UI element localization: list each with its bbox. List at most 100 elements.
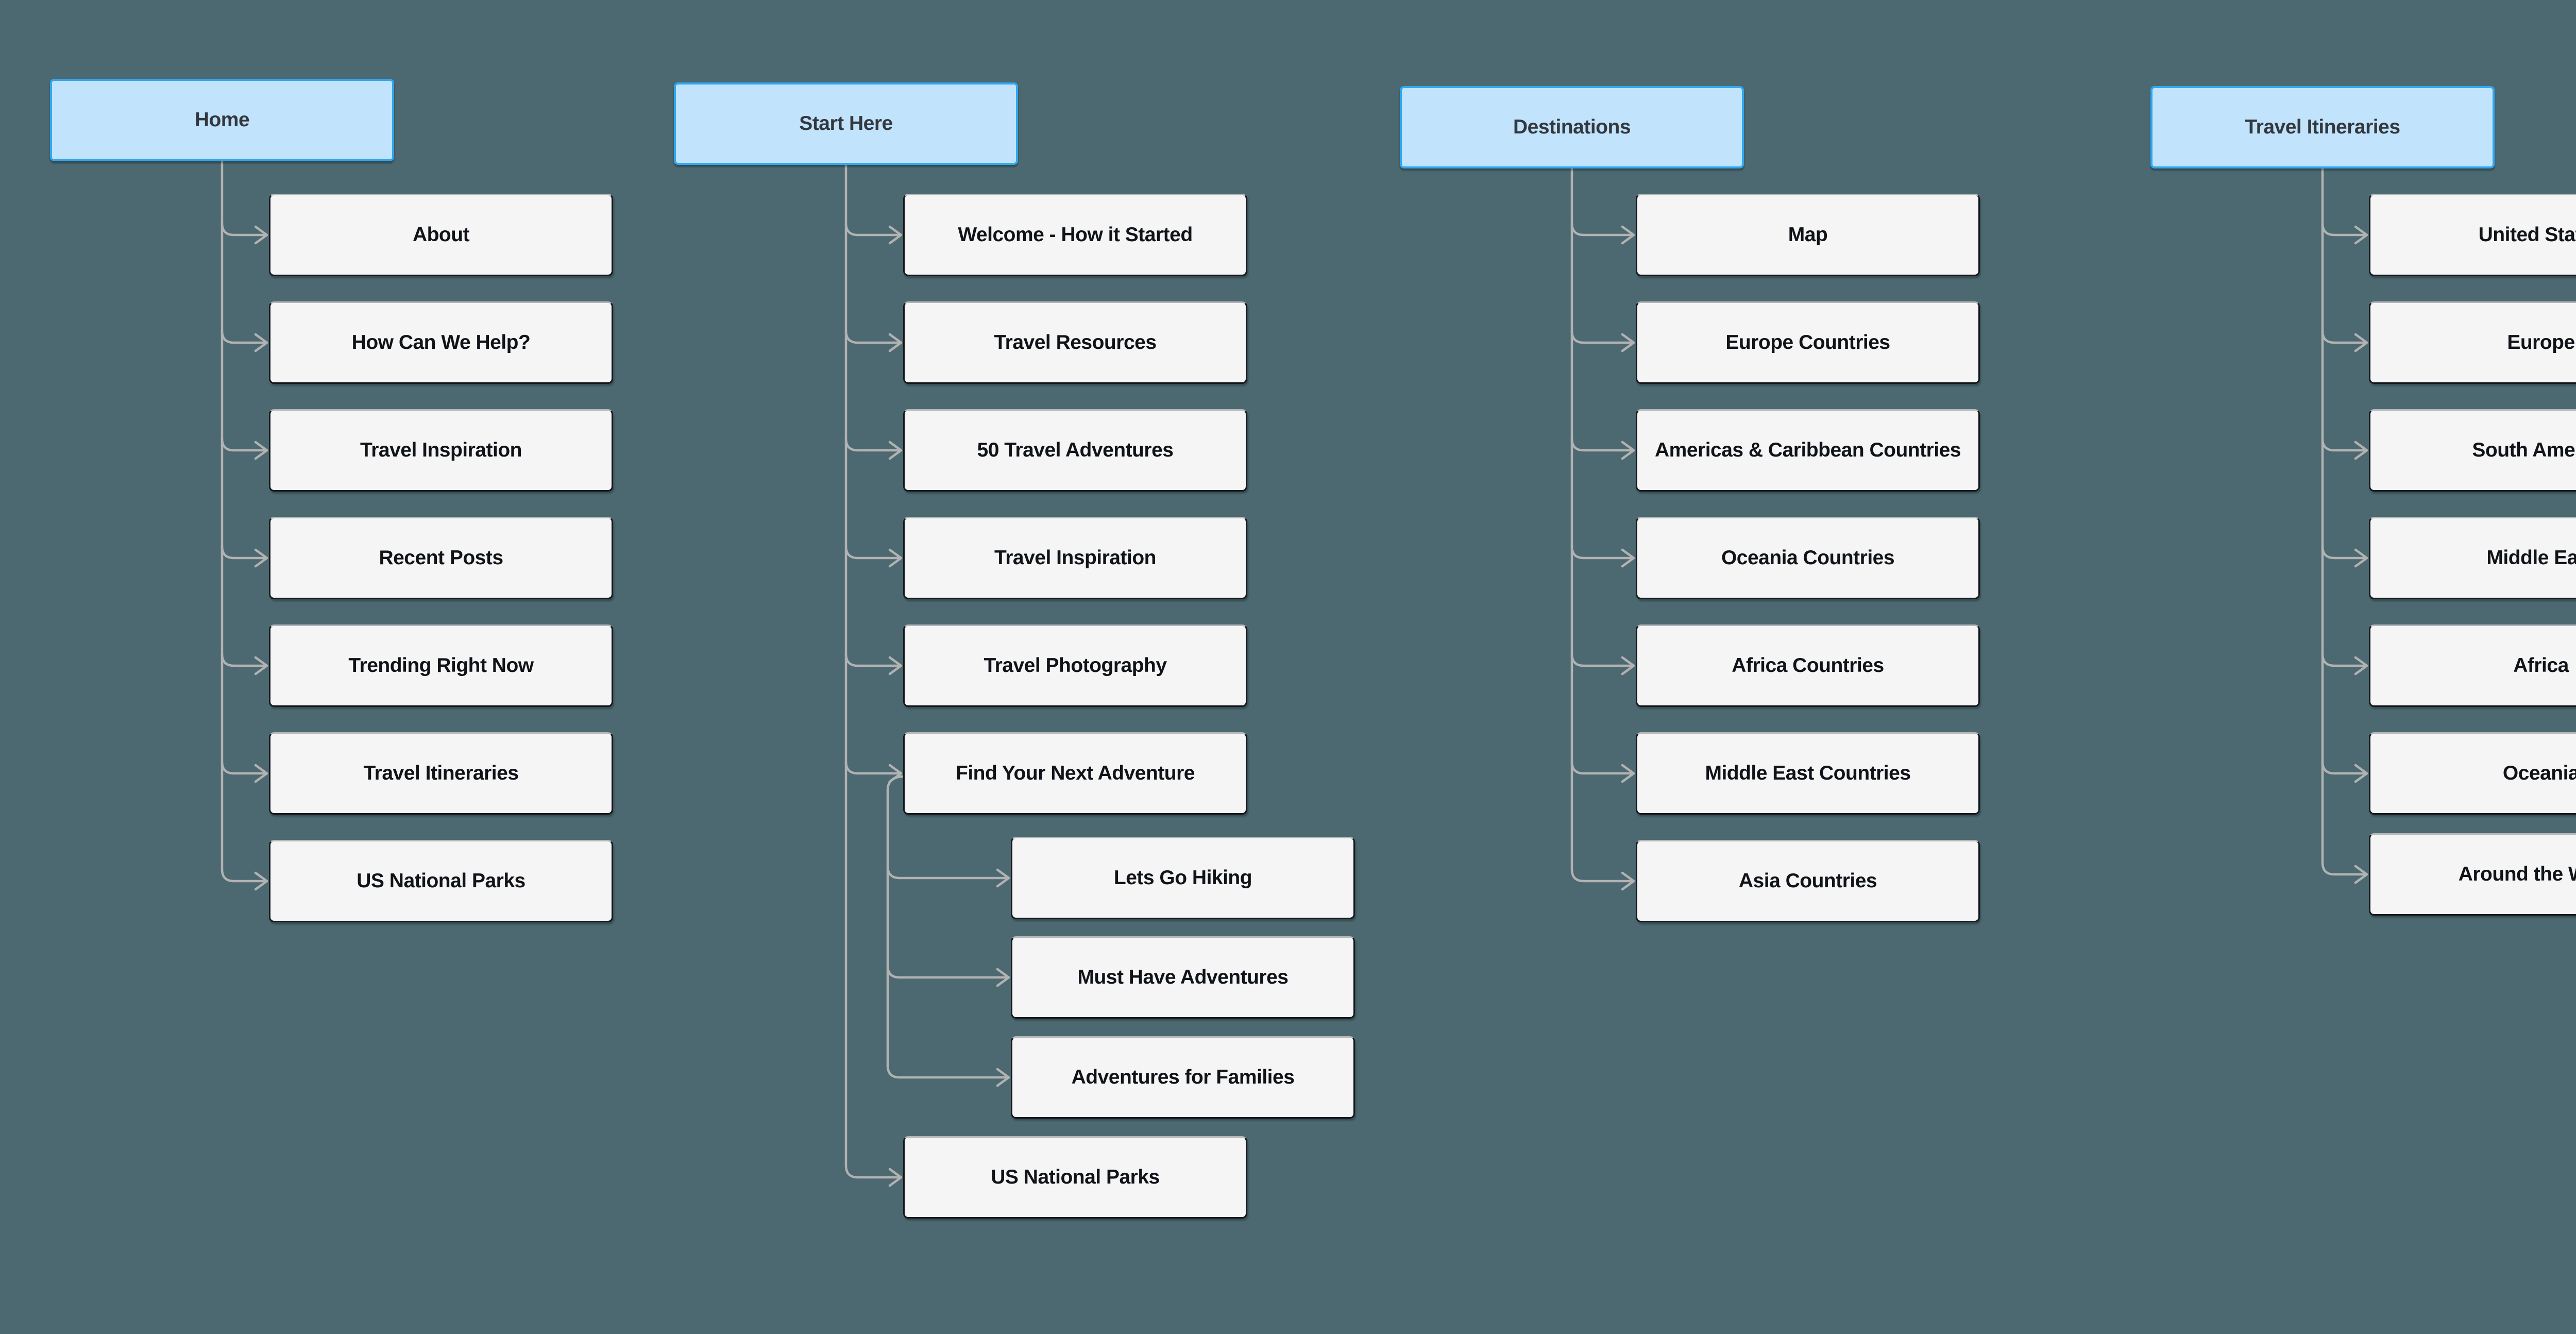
- node-label: Travel Photography: [984, 654, 1167, 677]
- node-label: US National Parks: [991, 1166, 1160, 1188]
- t0-child-us-national-parks[interactable]: US National Parks: [269, 840, 613, 922]
- t3-root-travel-itineraries[interactable]: Travel Itineraries: [2150, 86, 2495, 168]
- node-label: Welcome - How it Started: [958, 224, 1193, 246]
- t3-child-oceania[interactable]: Oceania: [2369, 732, 2576, 815]
- node-label: Middle East: [2486, 547, 2576, 569]
- t0-child-recent-posts[interactable]: Recent Posts: [269, 517, 613, 599]
- t0-child-about[interactable]: About: [269, 194, 613, 276]
- node-label: Home: [194, 109, 250, 131]
- t1-branch-4: [844, 652, 900, 667]
- node-label: Around the World: [2458, 863, 2576, 885]
- t2-branch-2-arrowhead: [1621, 441, 1635, 460]
- t2-child-europe-countries[interactable]: Europe Countries: [1636, 301, 1980, 384]
- t0-branch-2-arrowhead: [254, 441, 268, 460]
- t1-sub-branch-1-arrowhead: [996, 968, 1010, 987]
- node-label: Travel Itineraries: [2245, 116, 2400, 138]
- t0-child-travel-inspiration[interactable]: Travel Inspiration: [269, 409, 613, 492]
- t2-branch-5-arrowhead: [1621, 764, 1635, 783]
- t1-sub-adventures-for-families[interactable]: Adventures for Families: [1011, 1036, 1355, 1119]
- t1-branch-1-arrowhead: [888, 333, 903, 352]
- t1-branch-2-arrowhead: [888, 441, 903, 460]
- node-label: 50 Travel Adventures: [977, 439, 1174, 461]
- t3-branch-1-arrowhead: [2354, 333, 2368, 352]
- t2-child-americas-caribbean-countries[interactable]: Americas & Caribbean Countries: [1636, 409, 1980, 492]
- t0-branch-0-arrowhead: [254, 225, 268, 245]
- t1-child-50-travel-adventures[interactable]: 50 Travel Adventures: [903, 409, 1247, 492]
- t1-child-travel-inspiration[interactable]: Travel Inspiration: [903, 517, 1247, 599]
- t3-child-south-america[interactable]: South America: [2369, 409, 2576, 492]
- t3-child-around-the-world[interactable]: Around the World: [2369, 833, 2576, 916]
- node-label: Africa: [2513, 654, 2569, 677]
- t3-branch-5-arrowhead: [2354, 764, 2368, 783]
- t3-branch-0: [2321, 222, 2365, 237]
- t1-root-start-here[interactable]: Start Here: [674, 82, 1018, 165]
- node-label: Start Here: [799, 112, 893, 134]
- t2-branch-2: [1570, 437, 1632, 452]
- node-label: About: [412, 224, 470, 246]
- node-label: Map: [1788, 224, 1828, 246]
- t3-child-europe[interactable]: Europe: [2369, 301, 2576, 384]
- node-label: Oceania: [2502, 762, 2576, 784]
- t2-child-africa-countries[interactable]: Africa Countries: [1636, 624, 1980, 707]
- t1-child-welcome-how-it-started[interactable]: Welcome - How it Started: [903, 194, 1247, 276]
- t2-branch-0: [1570, 222, 1632, 237]
- t3-child-africa[interactable]: Africa: [2369, 624, 2576, 707]
- t1-child-us-national-parks[interactable]: US National Parks: [903, 1136, 1247, 1219]
- t0-branch-4: [221, 652, 265, 667]
- t3-branch-3-arrowhead: [2354, 548, 2368, 568]
- t3-child-middle-east[interactable]: Middle East: [2369, 517, 2576, 599]
- t1-branch-2: [844, 437, 900, 452]
- t0-branch-4-arrowhead: [254, 656, 268, 676]
- t1-sub-trunk: [886, 775, 904, 1067]
- t3-branch-2: [2321, 437, 2365, 452]
- node-label: Adventures for Families: [1071, 1066, 1295, 1088]
- t1-child-travel-resources[interactable]: Travel Resources: [903, 301, 1247, 384]
- t0-branch-1-arrowhead: [254, 333, 268, 352]
- t0-branch-3-arrowhead: [254, 548, 268, 568]
- node-label: Oceania Countries: [1721, 547, 1895, 569]
- t1-sub-must-have-adventures[interactable]: Must Have Adventures: [1011, 936, 1355, 1019]
- node-label: Travel Itineraries: [363, 762, 519, 784]
- t3-branch-3: [2321, 545, 2365, 560]
- t2-root-destinations[interactable]: Destinations: [1400, 86, 1744, 168]
- t0-branch-2: [221, 437, 265, 452]
- t2-branch-0-arrowhead: [1621, 225, 1635, 245]
- t1-branch-3: [844, 545, 900, 560]
- t1-branch-5-arrowhead: [888, 764, 903, 783]
- t2-branch-3-arrowhead: [1621, 548, 1635, 568]
- t0-branch-3: [221, 545, 265, 560]
- t1-child-travel-photography[interactable]: Travel Photography: [903, 624, 1247, 707]
- node-label: Europe Countries: [1725, 331, 1890, 353]
- t3-child-united-states[interactable]: United States: [2369, 194, 2576, 276]
- t2-child-oceania-countries[interactable]: Oceania Countries: [1636, 517, 1980, 599]
- t2-child-asia-countries[interactable]: Asia Countries: [1636, 840, 1980, 922]
- t0-branch-5: [221, 760, 265, 775]
- node-label: Travel Inspiration: [360, 439, 522, 461]
- t2-child-middle-east-countries[interactable]: Middle East Countries: [1636, 732, 1980, 815]
- t2-branch-3: [1570, 545, 1632, 560]
- t1-sub-lets-go-hiking[interactable]: Lets Go Hiking: [1011, 837, 1355, 919]
- t2-child-map[interactable]: Map: [1636, 194, 1980, 276]
- t3-branch-4: [2321, 652, 2365, 667]
- t1-branch-1: [844, 329, 900, 344]
- t0-child-trending-right-now[interactable]: Trending Right Now: [269, 624, 613, 707]
- node-label: Travel Resources: [994, 331, 1157, 353]
- t0-branch-0: [221, 222, 265, 237]
- t1-sub-branch-0-arrowhead: [996, 868, 1010, 888]
- node-label: Trending Right Now: [348, 654, 534, 677]
- t1-child-find-your-next-adventure[interactable]: Find Your Next Adventure: [903, 732, 1247, 815]
- t0-root-home[interactable]: Home: [50, 79, 394, 161]
- t0-child-how-can-we-help[interactable]: How Can We Help?: [269, 301, 613, 384]
- t1-branch-5: [844, 760, 900, 775]
- node-label: Recent Posts: [379, 547, 503, 569]
- t0-child-travel-itineraries[interactable]: Travel Itineraries: [269, 732, 613, 815]
- t2-branch-1: [1570, 329, 1632, 344]
- t2-branch-4-arrowhead: [1621, 656, 1635, 676]
- t0-branch-5-arrowhead: [254, 764, 268, 783]
- t1-branch-4-arrowhead: [888, 656, 903, 676]
- t3-branch-2-arrowhead: [2354, 441, 2368, 460]
- node-label: Americas & Caribbean Countries: [1654, 439, 1961, 461]
- t0-branch-6: [221, 868, 265, 883]
- t1-branch-6: [844, 1164, 900, 1179]
